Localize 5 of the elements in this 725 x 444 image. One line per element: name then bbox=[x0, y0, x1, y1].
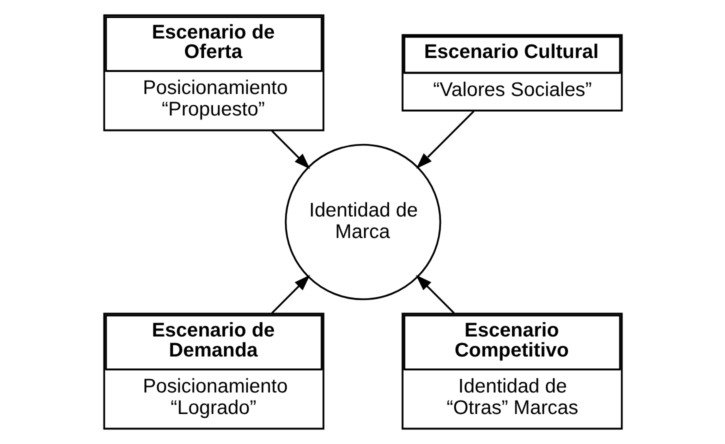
node-circle: Identidad de Marca bbox=[284, 144, 441, 300]
arrow bbox=[270, 274, 310, 314]
arrow bbox=[415, 274, 454, 314]
arrow bbox=[270, 130, 310, 170]
arrow bbox=[416, 110, 474, 169]
